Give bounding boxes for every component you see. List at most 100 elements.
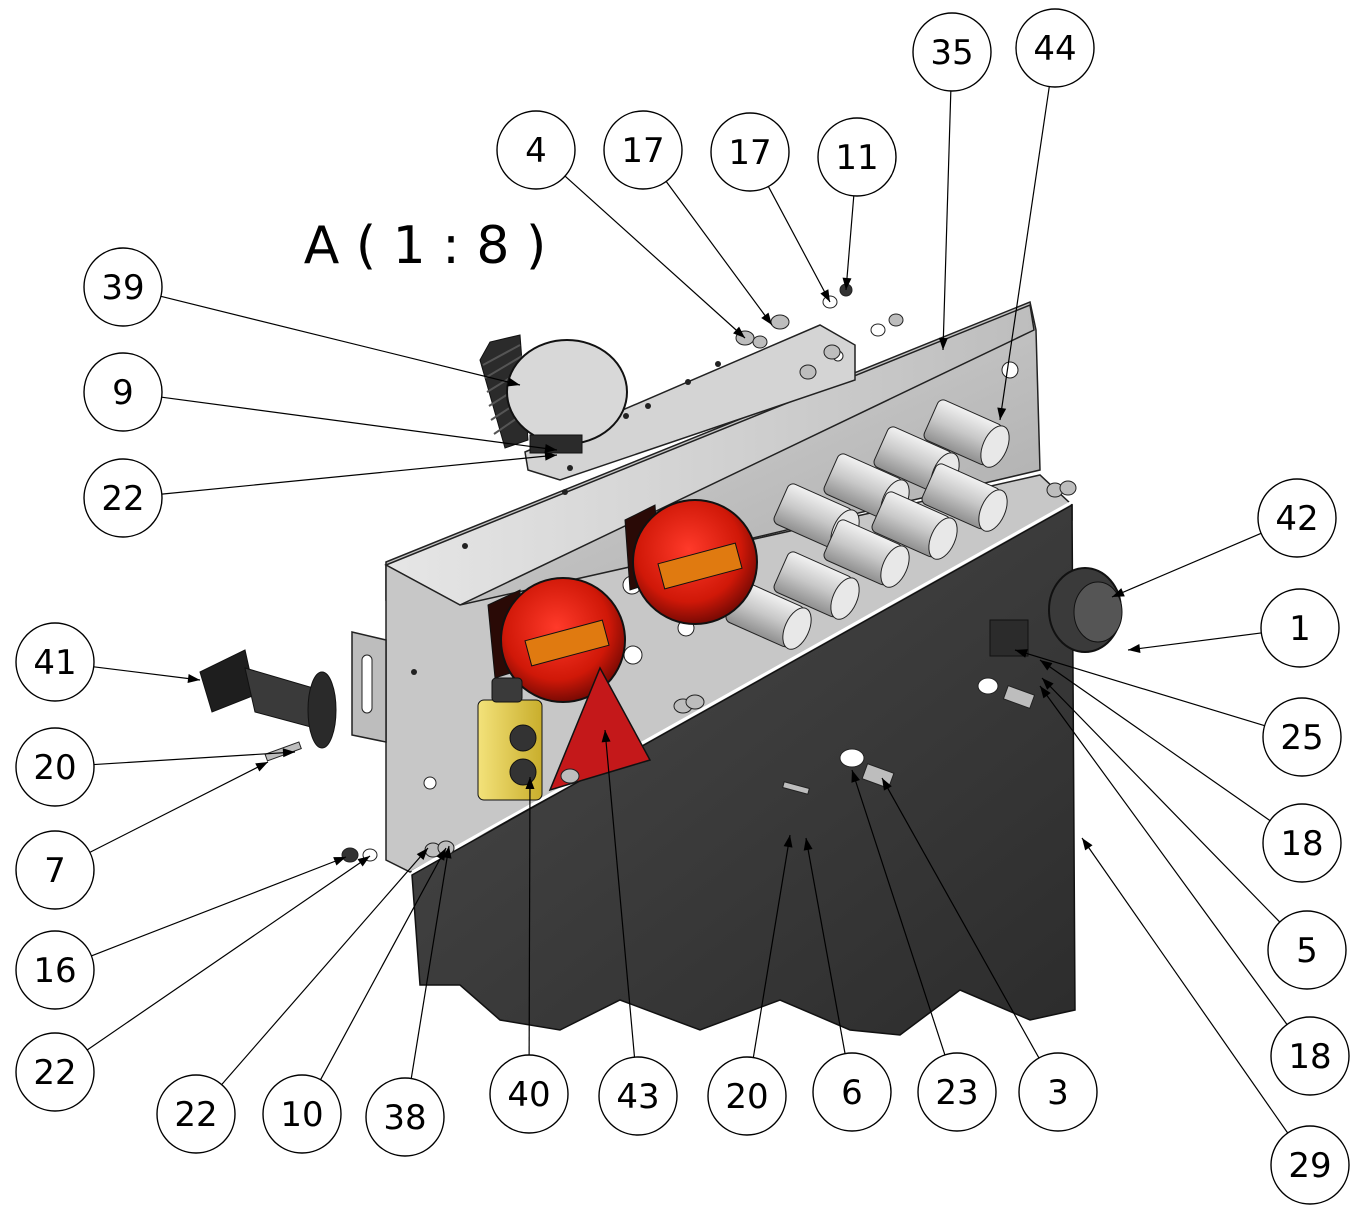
balloon-number: 40	[507, 1075, 550, 1115]
balloon-number: 22	[33, 1053, 76, 1093]
leader-lines	[86, 86, 1289, 1134]
leader-line-b3	[881, 777, 1040, 1059]
balloon-b35: 35	[912, 12, 992, 92]
balloon-circle	[1260, 588, 1340, 668]
leader-line-b17b	[767, 186, 831, 303]
balloon-b40: 40	[489, 1054, 569, 1134]
tail-lamp-upper	[624, 499, 758, 625]
leader-line-b6	[805, 837, 846, 1054]
balloon-number: 16	[33, 951, 76, 991]
balloon-b38: 38	[365, 1077, 445, 1157]
leader-arrow-b4	[733, 326, 745, 338]
leader-line-b7	[89, 761, 269, 853]
side-marker-light	[199, 649, 337, 749]
leader-line-b22a	[161, 454, 558, 495]
balloon-number: 23	[935, 1073, 978, 1113]
tail-lamp-lower	[487, 577, 626, 703]
balloon-b11: 11	[817, 117, 897, 197]
balloon-b20a: 20	[15, 727, 95, 807]
balloon-b25: 25	[1262, 697, 1342, 777]
leader-arrow-b16	[333, 857, 346, 866]
balloon-b42: 42	[1257, 478, 1337, 558]
balloon-b3: 3	[1018, 1052, 1098, 1132]
balloon-number: 18	[1288, 1037, 1331, 1077]
balloon-circle	[496, 110, 576, 190]
balloon-circle	[15, 930, 95, 1010]
leader-arrow-b5	[1042, 678, 1054, 690]
balloon-circle	[917, 1052, 997, 1132]
balloon-b7: 7	[15, 830, 95, 910]
balloon-number: 20	[33, 748, 76, 788]
balloon-number: 5	[1296, 931, 1318, 971]
leader-arrow-b20b	[783, 835, 793, 848]
balloon-number: 18	[1280, 824, 1323, 864]
leader-line-b9	[161, 396, 558, 451]
balloon-b16: 16	[15, 930, 95, 1010]
balloon-number: 43	[616, 1077, 659, 1117]
leader-arrow-b41	[187, 674, 200, 683]
balloon-circle	[603, 110, 683, 190]
balloon-b17b: 17	[710, 112, 790, 192]
balloon-number: 9	[112, 373, 134, 413]
leader-arrow-b9	[544, 443, 557, 453]
balloon-circle	[262, 1074, 342, 1154]
balloon-number: 20	[725, 1077, 768, 1117]
balloon-number: 6	[841, 1073, 863, 1113]
leader-line-b11	[845, 195, 855, 291]
balloon-b4: 4	[496, 110, 576, 190]
leader-arrow-b3	[882, 778, 892, 791]
leader-arrow-b38	[442, 846, 452, 859]
balloon-b9: 9	[83, 352, 163, 432]
balloon-circle	[1262, 803, 1342, 883]
balloon-number: 3	[1047, 1073, 1069, 1113]
balloon-b41: 41	[15, 622, 95, 702]
leader-line-b10	[320, 847, 447, 1080]
balloon-b43: 43	[598, 1056, 678, 1136]
leader-arrow-b17a	[761, 312, 772, 325]
balloon-b23: 23	[917, 1052, 997, 1132]
balloon-b22a: 22	[83, 458, 163, 538]
leader-arrow-b22b	[357, 856, 370, 867]
balloon-circle	[1262, 697, 1342, 777]
balloon-b20b: 20	[707, 1056, 787, 1136]
balloon-circle	[598, 1056, 678, 1136]
leader-line-b38	[410, 845, 450, 1079]
balloon-b6: 6	[812, 1052, 892, 1132]
balloon-circle	[15, 1032, 95, 1112]
balloon-circle	[1267, 910, 1347, 990]
balloon-b29: 29	[1270, 1125, 1350, 1205]
balloon-circle	[1257, 478, 1337, 558]
balloon-number: 25	[1280, 718, 1323, 758]
balloon-b22c: 22	[156, 1074, 236, 1154]
balloon-number: 44	[1033, 29, 1076, 69]
balloon-number: 11	[835, 138, 878, 178]
balloon-number: 22	[174, 1095, 217, 1135]
balloon-number: 22	[101, 479, 144, 519]
leader-arrow-b40	[525, 777, 535, 790]
balloon-number: 38	[383, 1098, 426, 1138]
leader-line-b29	[1081, 837, 1289, 1134]
leader-line-b25	[1014, 649, 1265, 727]
balloon-circle	[707, 1056, 787, 1136]
leader-arrow-b18b	[1040, 686, 1051, 699]
balloon-circle	[1015, 8, 1095, 88]
leader-line-b40	[528, 776, 531, 1056]
leader-line-b35	[942, 90, 952, 351]
balloon-circle	[1270, 1125, 1350, 1205]
leader-line-b23	[851, 769, 946, 1056]
leader-line-b20b	[752, 834, 791, 1058]
leader-arrow-b39a	[507, 377, 520, 387]
balloon-b1: 1	[1260, 588, 1340, 668]
leader-line-b39a	[160, 295, 521, 386]
balloon-circle	[1270, 1016, 1350, 1096]
balloon-circle	[812, 1052, 892, 1132]
leader-line-b5	[1041, 677, 1281, 923]
leader-arrow-b17b	[820, 289, 830, 302]
balloon-circle	[83, 247, 163, 327]
balloon-number: 4	[525, 131, 547, 171]
balloon-circle	[1018, 1052, 1098, 1132]
balloon-circle	[912, 12, 992, 92]
leader-arrow-b43	[601, 730, 611, 743]
leader-line-b16	[91, 856, 347, 957]
